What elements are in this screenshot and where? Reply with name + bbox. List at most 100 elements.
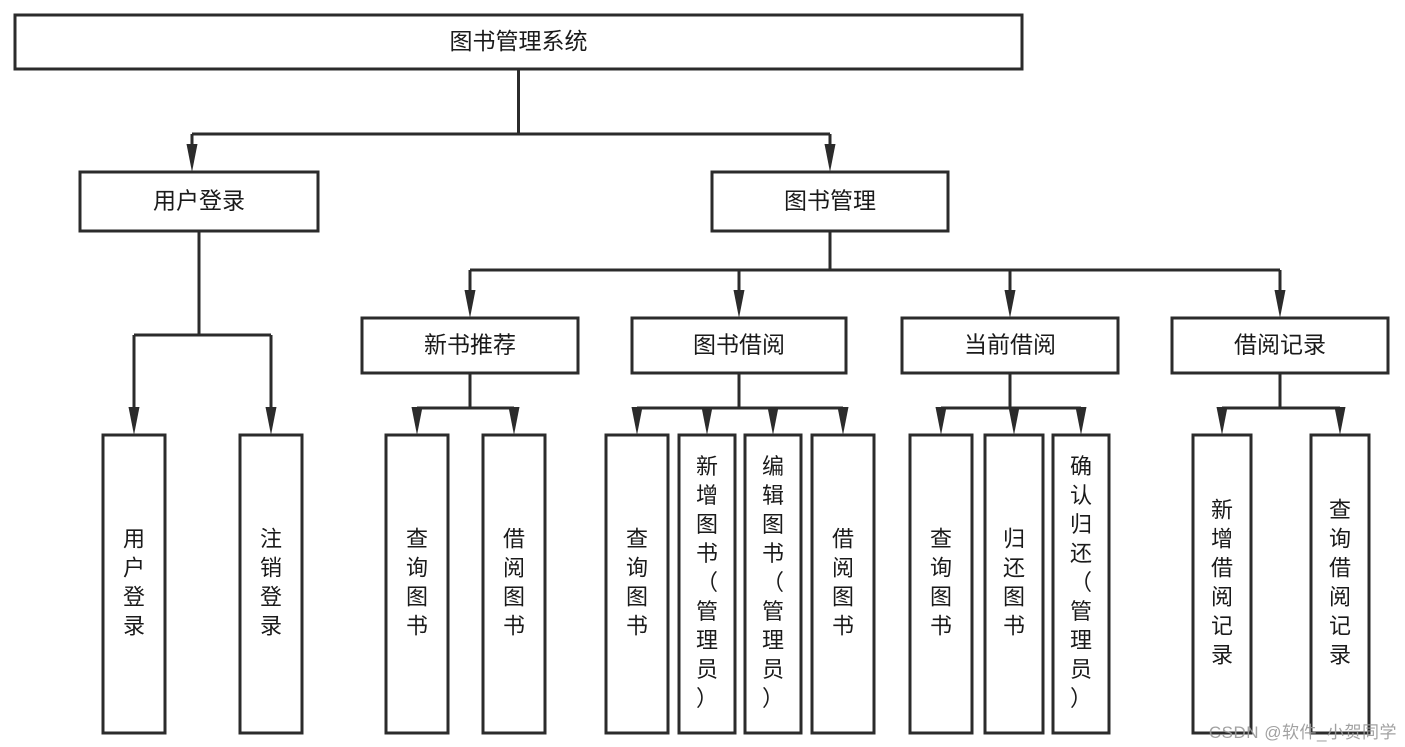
node-label-leaf-logout: 注 — [260, 526, 282, 551]
node-box-borrow-record[interactable] — [1170, 316, 1390, 375]
node-label-leaf-return-book: 还 — [1003, 555, 1025, 580]
node-label-leaf-query-book-borrow: 查 — [626, 526, 648, 551]
node-label-leaf-logout: 销 — [260, 555, 282, 580]
node-label-leaf-add-book-admin: 增 — [696, 483, 718, 508]
node-label-leaf-edit-book-admin: ） — [762, 686, 784, 711]
arrow-to-book-mgmt-icon — [824, 144, 836, 172]
node-label-leaf-edit-book-admin: （ — [762, 570, 784, 595]
arrow-leaf-confirm-icon — [1075, 407, 1087, 435]
node-box-leaf-return-book[interactable] — [983, 433, 1045, 735]
arrow-leaf-add-rec-icon — [1216, 407, 1228, 435]
node-box-leaf-borrow-book-new[interactable] — [481, 433, 547, 735]
node-box-leaf-user-login[interactable] — [101, 433, 167, 735]
node-box-user-login[interactable] — [78, 170, 320, 233]
node-box-leaf-confirm-return-admin[interactable] — [1051, 433, 1111, 735]
node-label-leaf-query-borrow-record: 录 — [1329, 642, 1351, 667]
node-root[interactable]: 图书管理系统 — [13, 13, 1024, 71]
node-box-current-borrow[interactable] — [900, 316, 1120, 375]
node-label-leaf-borrow-book-new: 书 — [503, 613, 525, 638]
node-label-leaf-borrow-book: 书 — [832, 613, 854, 638]
node-box-leaf-add-book-admin[interactable] — [677, 433, 737, 735]
node-label-leaf-query-book-borrow: 询 — [626, 555, 648, 580]
node-label-leaf-add-book-admin: 图 — [696, 512, 718, 537]
node-box-leaf-edit-book-admin[interactable] — [743, 433, 803, 735]
arrow-leaf-return-icon — [1008, 407, 1020, 435]
node-label-new-book-recommend: 新书推荐 — [424, 332, 516, 358]
node-book-management[interactable]: 图书管理 — [710, 170, 950, 233]
node-box-leaf-query-book-new[interactable] — [384, 433, 450, 735]
node-box-root[interactable] — [13, 13, 1024, 71]
node-box-book-management[interactable] — [710, 170, 950, 233]
node-label-leaf-add-book-admin: 理 — [696, 628, 718, 653]
node-box-leaf-query-borrow-record[interactable] — [1309, 433, 1371, 735]
arrow-to-current-icon — [1004, 290, 1016, 318]
node-current-borrow[interactable]: 当前借阅 — [900, 316, 1120, 375]
node-label-leaf-add-book-admin: （ — [696, 570, 718, 595]
node-box-new-book-recommend[interactable] — [360, 316, 580, 375]
node-label-leaf-confirm-return-admin: 员 — [1070, 657, 1092, 682]
node-label-leaf-query-borrow-record: 阅 — [1329, 584, 1351, 609]
node-label-user-login: 用户登录 — [153, 188, 245, 214]
node-box-leaf-query-book-borrow[interactable] — [604, 433, 670, 735]
node-label-leaf-confirm-return-admin: 还 — [1070, 541, 1092, 566]
node-label-leaf-add-book-admin: 员 — [696, 657, 718, 682]
node-borrow-record[interactable]: 借阅记录 — [1170, 316, 1390, 375]
node-label-leaf-return-book: 图 — [1003, 584, 1025, 609]
node-box-leaf-logout[interactable] — [238, 433, 304, 735]
node-label-leaf-logout: 登 — [260, 584, 282, 609]
node-label-leaf-borrow-book: 借 — [832, 526, 854, 551]
node-label-leaf-borrow-book-new: 借 — [503, 526, 525, 551]
node-label-leaf-confirm-return-admin: 确 — [1070, 454, 1092, 479]
node-label-leaf-add-borrow-record: 录 — [1211, 642, 1233, 667]
node-box-leaf-borrow-book[interactable] — [810, 433, 876, 735]
arrow-leaf-q-rec-icon — [1334, 407, 1346, 435]
node-label-leaf-edit-book-admin: 图 — [762, 512, 784, 537]
node-label-leaf-edit-book-admin: 员 — [762, 657, 784, 682]
node-label-leaf-user-login: 户 — [123, 555, 145, 580]
node-new-book-recommend[interactable]: 新书推荐 — [360, 316, 580, 375]
node-label-leaf-logout: 录 — [260, 613, 282, 638]
node-label-book-management: 图书管理 — [784, 188, 876, 214]
arrow-leaf-borrow-icon — [837, 407, 849, 435]
node-label-leaf-add-borrow-record: 阅 — [1211, 584, 1233, 609]
node-label-leaf-edit-book-admin: 管 — [762, 599, 784, 624]
arrow-to-user-login-icon — [186, 144, 198, 172]
node-label-leaf-query-borrow-record: 记 — [1329, 613, 1351, 638]
node-label-leaf-confirm-return-admin: （ — [1070, 570, 1092, 595]
node-label-leaf-user-login: 登 — [123, 584, 145, 609]
arrow-to-record-icon — [1274, 290, 1286, 318]
node-label-leaf-query-book-current: 书 — [930, 613, 952, 638]
node-book-borrow[interactable]: 图书借阅 — [630, 316, 848, 375]
node-label-leaf-confirm-return-admin: ） — [1070, 686, 1092, 711]
arrow-leaf-edit-book-icon — [767, 407, 779, 435]
node-label-leaf-edit-book-admin: 编 — [762, 454, 784, 479]
node-box-leaf-query-book-current[interactable] — [908, 433, 974, 735]
node-leaf-user-login[interactable]: 用户登录 — [101, 433, 167, 735]
node-label-leaf-query-book-new: 询 — [406, 555, 428, 580]
arrow-leaf-user-login-icon — [128, 407, 140, 435]
node-label-leaf-query-book-current: 询 — [930, 555, 952, 580]
node-user-login[interactable]: 用户登录 — [78, 170, 320, 233]
node-label-leaf-borrow-book: 图 — [832, 584, 854, 609]
node-label-leaf-return-book: 归 — [1003, 526, 1025, 551]
node-label-leaf-add-book-admin: ） — [696, 686, 718, 711]
arrow-leaf-add-book-icon — [701, 407, 713, 435]
node-label-leaf-query-borrow-record: 查 — [1329, 497, 1351, 522]
node-label-leaf-query-book-new: 书 — [406, 613, 428, 638]
node-box-book-borrow[interactable] — [630, 316, 848, 375]
node-box-leaf-add-borrow-record[interactable] — [1191, 433, 1253, 735]
node-label-leaf-borrow-book-new: 图 — [503, 584, 525, 609]
node-label-leaf-user-login: 用 — [123, 526, 145, 551]
